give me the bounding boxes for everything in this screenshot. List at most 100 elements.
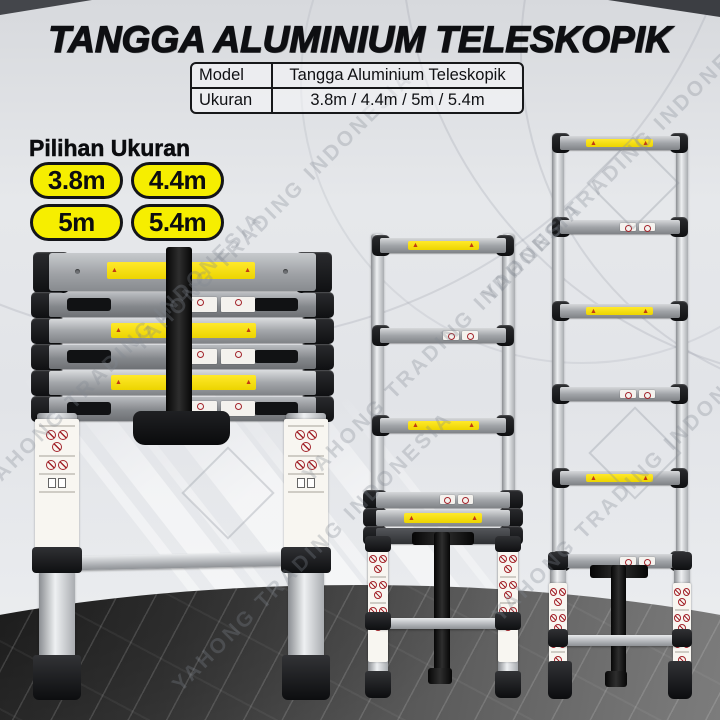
leg-collar <box>495 536 521 552</box>
mini-label <box>639 390 655 398</box>
prohibition-icon <box>550 588 557 596</box>
prohibition-icon <box>509 581 517 589</box>
sticker-icon-row <box>499 581 517 589</box>
sticker-text-line <box>675 609 689 611</box>
mini-label <box>221 297 255 312</box>
rubber-foot <box>33 655 81 700</box>
sticker-text-line <box>288 473 324 475</box>
ladder-leg <box>502 234 515 504</box>
leg-collar <box>365 612 391 630</box>
mini-label <box>443 331 459 340</box>
rubber-foot <box>548 661 572 699</box>
prohibition-icon <box>369 555 377 563</box>
prohibition-icon <box>374 591 382 599</box>
rubber-foot <box>365 671 391 698</box>
prohibition-icon <box>46 460 56 470</box>
mini-label <box>620 390 636 398</box>
sticker-icon-row <box>36 478 78 488</box>
ladder-leg <box>371 234 384 504</box>
prohibition-icon <box>554 598 562 606</box>
spec-row-model: Model Tangga Aluminium Teleskopik <box>192 64 522 87</box>
warning-label <box>408 421 479 430</box>
sticker-text-line <box>500 576 516 578</box>
carry-strap <box>166 247 192 419</box>
prohibition-icon <box>307 430 317 440</box>
sticker-icon-row <box>499 555 517 563</box>
warning-label <box>586 307 653 315</box>
ladder-leg <box>288 571 324 659</box>
warning-sticker <box>35 419 79 553</box>
sticker-icon-row <box>285 478 327 488</box>
prohibition-icon <box>674 614 681 622</box>
prohibition-icon <box>678 598 686 606</box>
warning-sticker <box>284 419 328 553</box>
size-options-heading: Pilihan Ukuran <box>29 135 191 162</box>
sticker-icon-row <box>36 442 78 452</box>
sticker-text-line <box>370 576 386 578</box>
rubber-foot <box>495 671 521 698</box>
sticker-icon-row <box>285 442 327 452</box>
prohibition-icon <box>295 460 305 470</box>
prohibition-icon <box>683 614 690 622</box>
sticker-icon-row <box>499 591 517 599</box>
sticker-text-line <box>675 651 689 653</box>
sticker-text-line <box>551 651 565 653</box>
ladder-leg <box>676 134 688 558</box>
warning-sticker <box>498 550 518 662</box>
sticker-icon-row <box>285 430 327 440</box>
prohibition-icon <box>374 565 382 573</box>
sticker-icon-row <box>550 588 566 596</box>
leg-collar <box>365 536 391 552</box>
prohibition-icon <box>550 614 557 622</box>
spec-value-model: Tangga Aluminium Teleskopik <box>289 66 506 84</box>
carry-strap <box>428 668 452 684</box>
sticker-text-line <box>39 425 75 427</box>
sticker-text-line <box>288 491 324 493</box>
size-badge-4-4m: 4.4m <box>131 162 224 199</box>
sticker-text-line <box>39 491 75 493</box>
sticker-text-line <box>288 455 324 457</box>
mini-label <box>221 401 255 416</box>
prohibition-icon <box>295 430 305 440</box>
prohibition-icon <box>504 591 512 599</box>
mini-label <box>639 223 655 231</box>
prohibition-icon <box>369 581 377 589</box>
mini-label <box>462 331 478 340</box>
sticker-icon-row <box>369 591 387 599</box>
manual-icon <box>307 478 315 488</box>
warning-sticker <box>368 550 388 662</box>
stabilizer-bar <box>558 635 682 646</box>
prohibition-icon <box>307 460 317 470</box>
screw-icon <box>283 269 288 274</box>
sticker-icon-row <box>550 614 566 622</box>
leg-collar <box>281 547 331 573</box>
prohibition-icon <box>52 442 62 452</box>
leg-collar <box>672 629 692 647</box>
latch-button <box>254 350 298 363</box>
size-badge-5m: 5m <box>30 204 123 241</box>
leg-collar <box>672 552 692 570</box>
leg-collar <box>495 612 521 630</box>
prohibition-icon <box>499 555 507 563</box>
sticker-icon-row <box>499 565 517 573</box>
carry-strap <box>611 565 626 685</box>
latch-button <box>67 350 111 363</box>
latch-button <box>254 402 298 415</box>
ladder-fully-extended <box>548 128 692 700</box>
prohibition-icon <box>58 460 68 470</box>
sticker-icon-row <box>369 581 387 589</box>
prohibition-icon <box>499 581 507 589</box>
warning-label <box>586 139 653 147</box>
prohibition-icon <box>46 430 56 440</box>
leg-collar <box>32 547 82 573</box>
spec-label-model: Model <box>192 64 273 87</box>
latch-button <box>67 298 111 311</box>
prohibition-icon <box>504 565 512 573</box>
sticker-text-line <box>370 602 386 604</box>
carry-strap <box>434 532 450 682</box>
spec-value-ukuran: 3.8m / 4.4m / 5m / 5.4m <box>310 91 485 109</box>
prohibition-icon <box>559 588 566 596</box>
ladder-leg <box>39 571 75 659</box>
sticker-icon-row <box>285 460 327 470</box>
